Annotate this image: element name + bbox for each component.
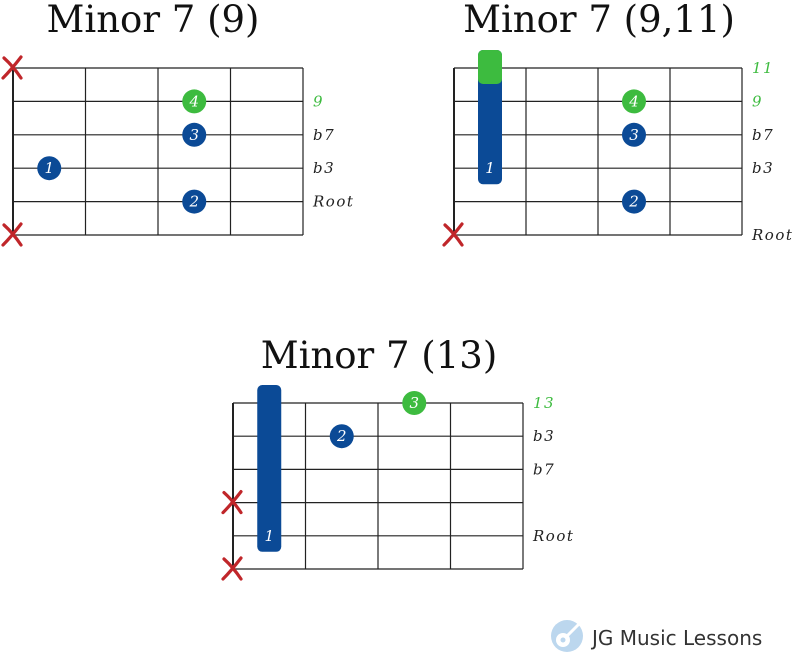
barre-top-highlight bbox=[478, 50, 502, 84]
finger-number: 3 bbox=[409, 394, 419, 412]
barre-finger: 1 bbox=[264, 527, 274, 545]
interval-label: b3 bbox=[313, 159, 335, 177]
interval-label: b7 bbox=[313, 126, 335, 144]
muted-string-x-icon bbox=[442, 222, 464, 247]
muted-string-x-icon bbox=[221, 556, 243, 581]
interval-label: b7 bbox=[752, 126, 774, 144]
finger-dot bbox=[402, 391, 427, 415]
finger-number: 4 bbox=[628, 92, 639, 110]
finger-dot bbox=[622, 189, 646, 214]
muted-string-x-icon bbox=[1, 222, 23, 247]
brand-logo: JG Music Lessons bbox=[551, 620, 762, 652]
interval-label: 9 bbox=[313, 92, 324, 110]
interval-label: b7 bbox=[533, 460, 555, 478]
barre bbox=[257, 385, 282, 552]
interval-label: Root bbox=[751, 226, 793, 244]
finger-number: 2 bbox=[188, 193, 199, 211]
finger-dot bbox=[182, 122, 207, 147]
muted-string-x-icon bbox=[221, 490, 243, 515]
chord-title: Minor 7 (13) bbox=[261, 334, 498, 377]
chord-title: Minor 7 (9,11) bbox=[463, 0, 735, 41]
finger-number: 2 bbox=[336, 427, 347, 445]
finger-number: 3 bbox=[629, 126, 639, 144]
interval-label: 13 bbox=[533, 394, 555, 412]
interval-label: 11 bbox=[752, 59, 774, 77]
guitar-icon bbox=[551, 620, 583, 652]
finger-dot bbox=[622, 89, 646, 114]
muted-string-x-icon bbox=[1, 55, 23, 80]
barre-finger: 1 bbox=[485, 159, 495, 177]
finger-number: 2 bbox=[628, 193, 639, 211]
brand-name: JG Music Lessons bbox=[590, 626, 762, 650]
finger-dot bbox=[182, 189, 207, 214]
chord-title: Minor 7 (9) bbox=[47, 0, 260, 41]
finger-dot bbox=[182, 89, 207, 114]
finger-dot bbox=[329, 424, 354, 449]
interval-label: 9 bbox=[752, 92, 763, 110]
finger-number: 1 bbox=[44, 159, 54, 177]
finger-number: 3 bbox=[189, 126, 199, 144]
finger-dot bbox=[622, 122, 646, 147]
interval-label: Root bbox=[532, 527, 574, 545]
finger-dot bbox=[37, 156, 62, 181]
finger-number: 4 bbox=[188, 92, 199, 110]
interval-label: Root bbox=[312, 193, 354, 211]
interval-label: b3 bbox=[533, 427, 555, 445]
interval-label: b3 bbox=[752, 159, 774, 177]
